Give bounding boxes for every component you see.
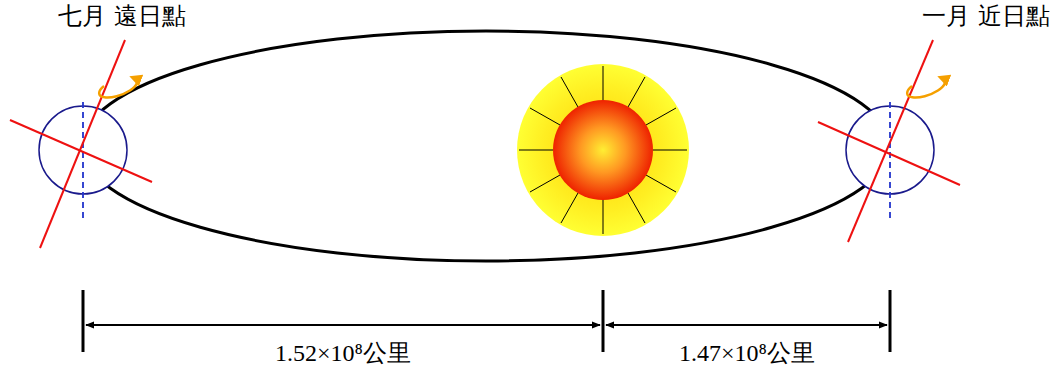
month-position-label: 七月 遠日點 [58, 3, 186, 31]
orbit-ellipse [82, 31, 890, 261]
distance-dimension: 1.52×10⁸公里 [275, 340, 411, 368]
distance-dimension: 1.47×10⁸公里 [679, 340, 815, 368]
earth-aphelion [10, 40, 152, 248]
month-position-label: 一月 近日點 [922, 3, 1050, 31]
sun [517, 64, 689, 236]
earth-perihelion [818, 40, 960, 242]
